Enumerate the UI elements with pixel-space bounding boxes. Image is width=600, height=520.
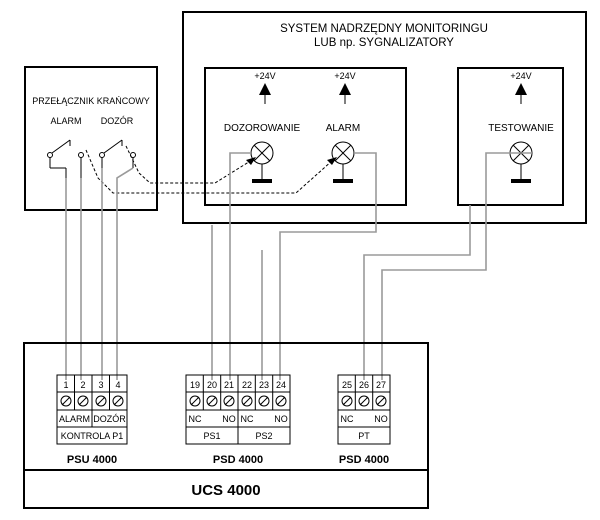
terminal-number: 22 xyxy=(242,380,252,390)
contact-label-dozor: DOZÓR xyxy=(101,116,134,126)
terminal-sublabel: NC xyxy=(341,414,354,424)
psd-terminal-block-1: 19 20 21 22 23 24 NC NO NC NO PS1 PS2 xyxy=(185,374,291,445)
contact-label-alarm: ALARM xyxy=(50,116,81,126)
screw-terminal-icon xyxy=(189,395,287,407)
terminal-number: 1 xyxy=(63,380,68,390)
terminal-sublabel: NO xyxy=(374,414,388,424)
limit-switch-box xyxy=(24,66,158,211)
supervisory-title-line2: LUB np. SYGNALIZATORY xyxy=(314,37,454,49)
psd-terminal-block-2: 25 26 27 NC NO PT xyxy=(337,374,391,445)
terminal-number: 24 xyxy=(276,380,286,390)
terminal-sublabel: DOZÓR xyxy=(93,414,126,424)
up-arrow-icon xyxy=(339,83,351,95)
terminal-number: 2 xyxy=(80,380,85,390)
wiring xyxy=(65,152,532,380)
up-arrow-icon xyxy=(515,83,527,95)
terminal-sublabel: NO xyxy=(222,414,236,424)
lamp-label-testowanie: TESTOWANIE xyxy=(488,123,554,134)
psu-terminal-block: 1 2 3 4 ALARM DOZÓR KONTROLA P1 xyxy=(56,374,128,445)
terminal-sublabel: NO xyxy=(274,414,288,424)
arrowhead-icon xyxy=(246,157,256,165)
module-name-psd-1: PSD 4000 xyxy=(213,454,263,466)
signal-lamps-box xyxy=(204,67,407,206)
terminal-group-label: KONTROLA P1 xyxy=(61,431,124,441)
terminal-number: 20 xyxy=(207,380,217,390)
ucs-controller-box xyxy=(23,342,429,509)
module-name-psu: PSU 4000 xyxy=(67,454,117,466)
terminal-number: 23 xyxy=(259,380,269,390)
terminal-number: 25 xyxy=(342,380,352,390)
terminal-number: 4 xyxy=(115,380,120,390)
arrowhead-icon xyxy=(327,157,337,165)
contact-alarm-icon xyxy=(47,139,84,178)
lamp-testowanie-icon xyxy=(509,141,533,183)
supply-label: +24V xyxy=(334,71,355,81)
terminal-number: 27 xyxy=(376,380,386,390)
dashed-link-alarm xyxy=(85,149,334,194)
supply-alarm: +24V xyxy=(334,71,356,104)
supply-testowanie: +24V xyxy=(510,71,532,104)
supply-label: +24V xyxy=(254,71,275,81)
module-name-psd-2: PSD 4000 xyxy=(339,454,389,466)
test-lamp-box xyxy=(457,67,564,206)
controller-title: UCS 4000 xyxy=(191,482,260,499)
terminal-number: 19 xyxy=(190,380,200,390)
up-arrow-icon xyxy=(259,83,271,95)
terminal-sublabel: ALARM xyxy=(59,414,90,424)
supply-dozorowanie: +24V xyxy=(254,71,276,104)
dashed-link-dozorowanie xyxy=(125,145,253,184)
supervisory-system-box xyxy=(182,11,587,224)
terminal-group-label: PT xyxy=(358,431,370,441)
screw-terminal-icon xyxy=(341,395,387,407)
terminal-number: 3 xyxy=(98,380,103,390)
terminal-sublabel: NC xyxy=(189,414,202,424)
contact-dozor-icon xyxy=(99,139,136,168)
lamp-label-alarm: ALARM xyxy=(326,123,360,134)
terminal-sublabel: NC xyxy=(241,414,254,424)
lamp-alarm-icon xyxy=(331,141,355,183)
supervisory-title-line1: SYSTEM NADRZĘDNY MONITORINGU xyxy=(280,23,488,35)
screw-terminal-icon xyxy=(60,395,124,407)
terminal-group-label: PS1 xyxy=(203,431,220,441)
terminal-number: 26 xyxy=(359,380,369,390)
lamp-dozorowanie-icon xyxy=(250,141,274,183)
terminal-group-label: PS2 xyxy=(255,431,272,441)
lamp-label-dozorowanie: DOZOROWANIE xyxy=(224,123,301,134)
supply-label: +24V xyxy=(510,71,531,81)
terminal-number: 21 xyxy=(224,380,234,390)
limit-switch-title: PRZEŁĄCZNIK KRAŃCOWY xyxy=(32,96,150,106)
